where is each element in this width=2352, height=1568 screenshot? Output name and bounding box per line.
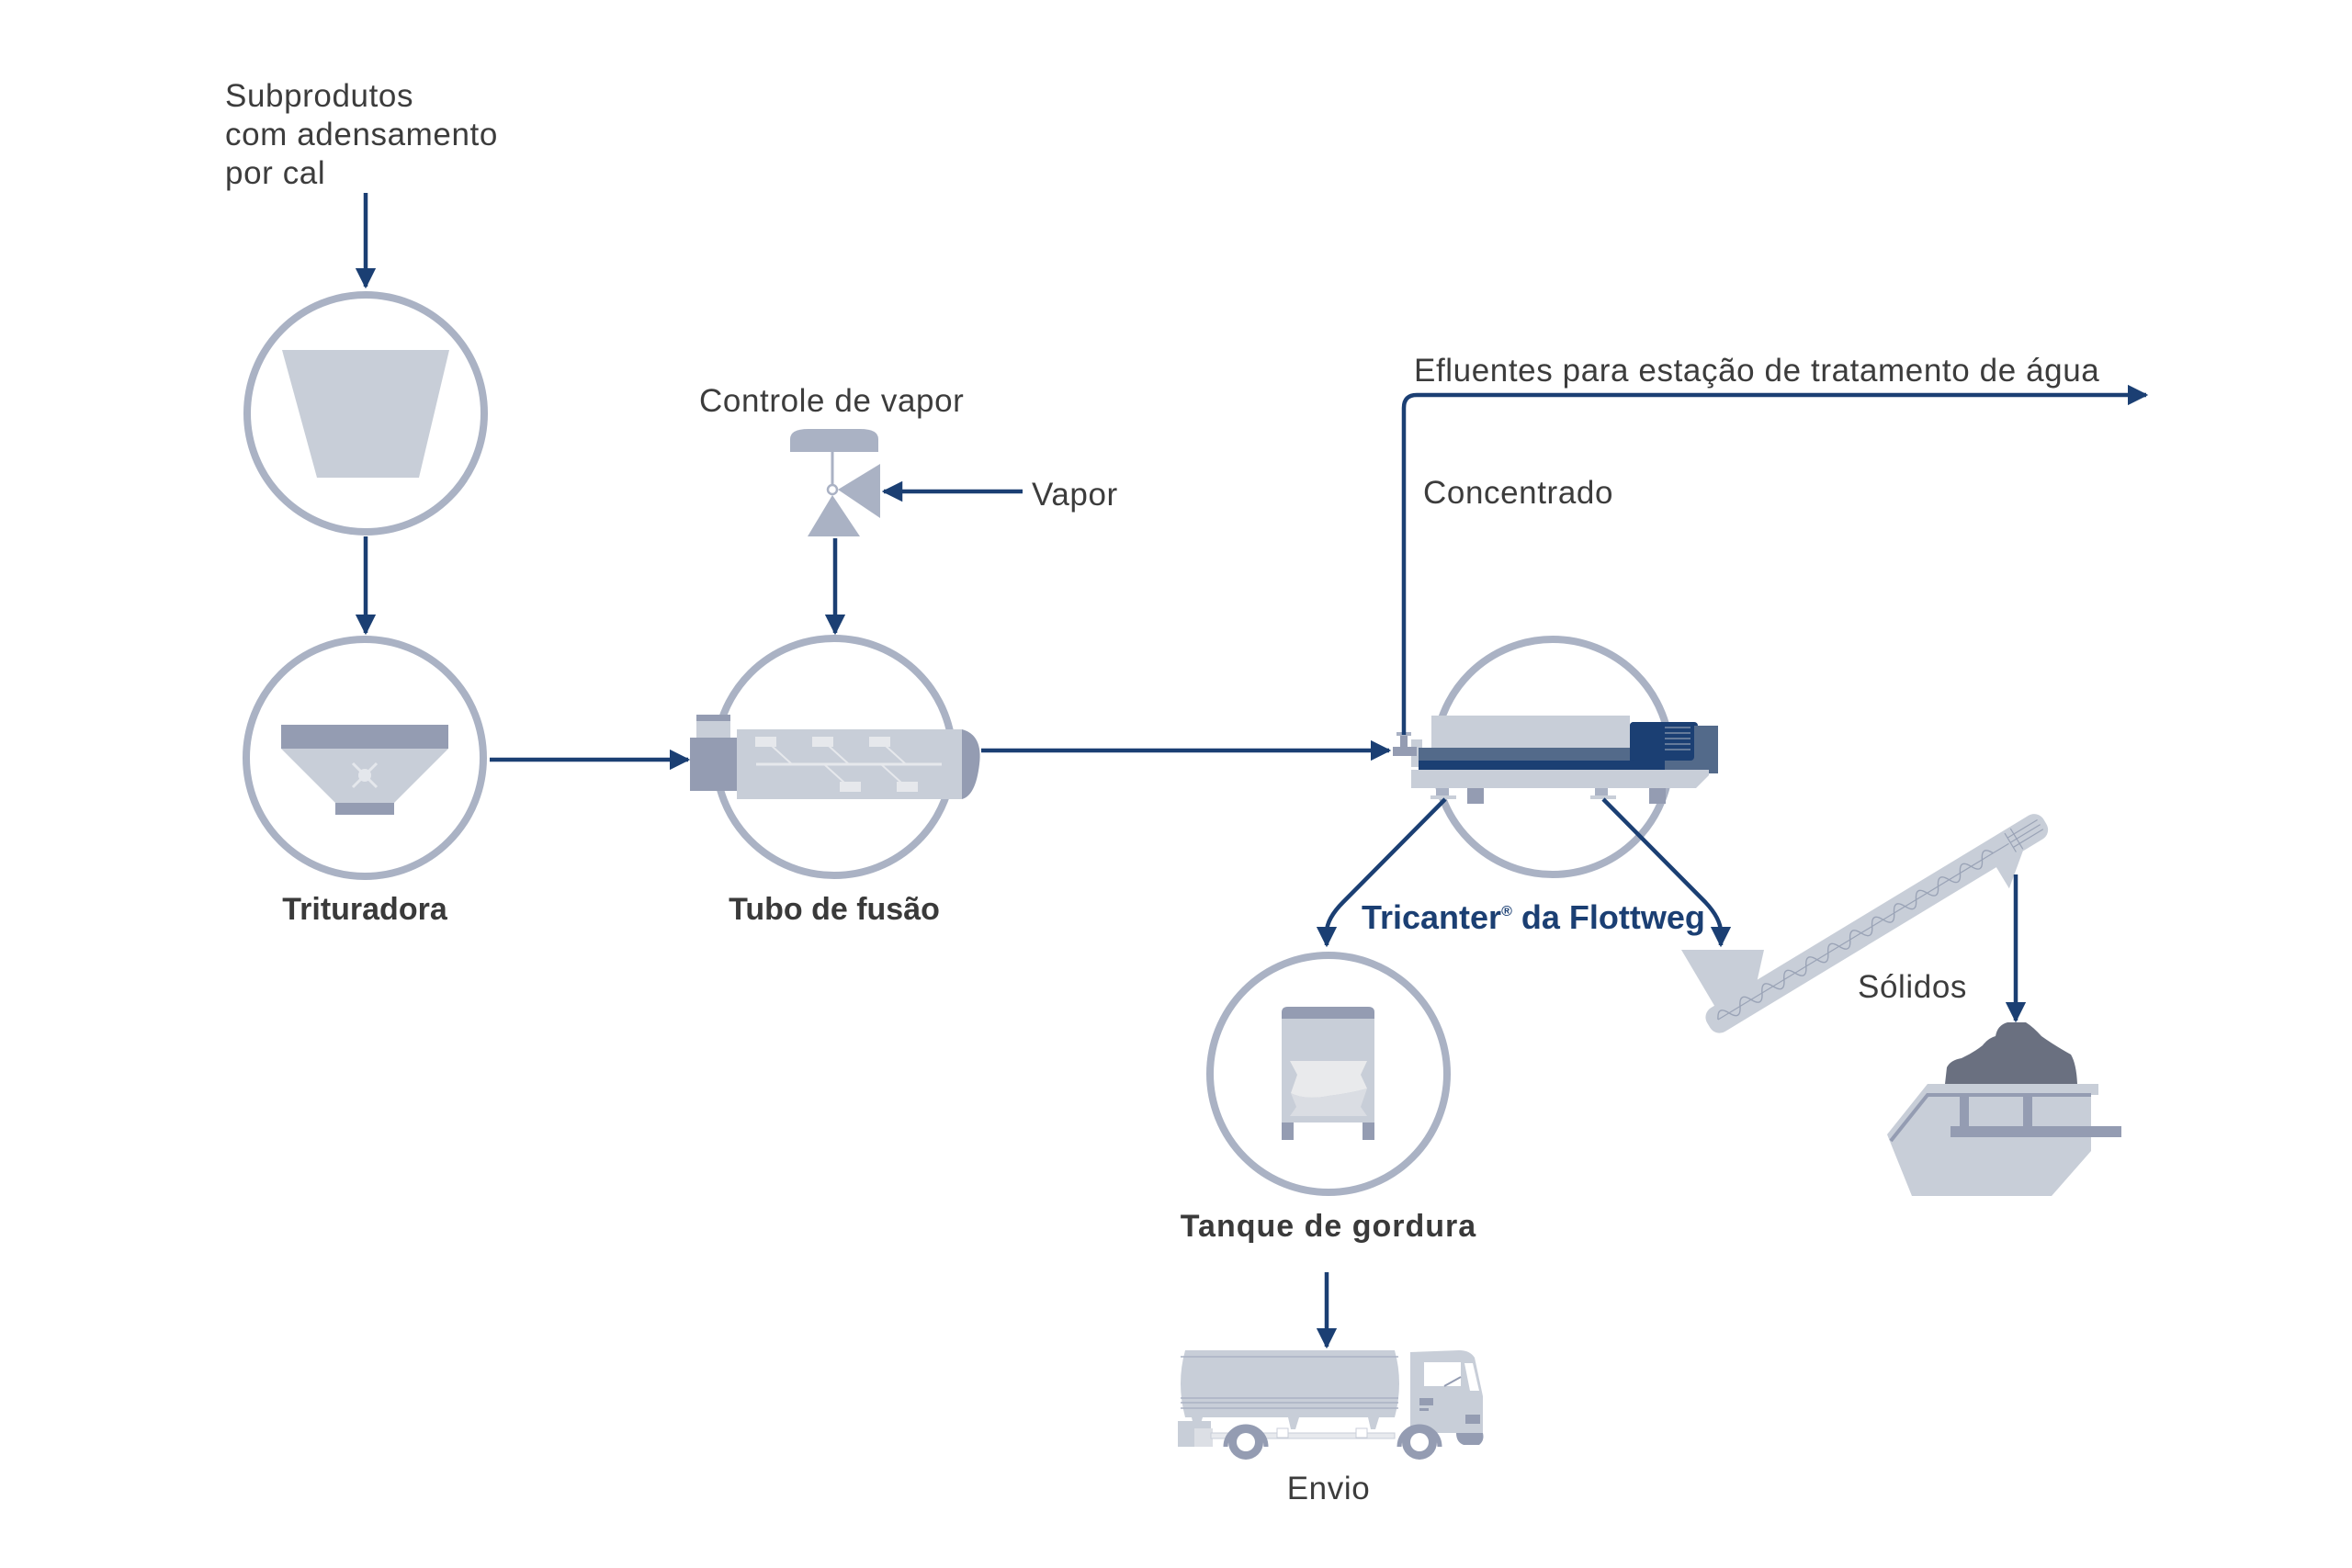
crusher-ring xyxy=(243,636,487,880)
feed-hopper-ring xyxy=(243,291,488,536)
tricanter-suffix: da Flottweg xyxy=(1511,898,1705,936)
tricanter-node xyxy=(1393,636,1718,878)
crusher-label: Trituradora xyxy=(282,892,447,927)
steam-control-valve-icon xyxy=(790,429,880,536)
tricanter-decanter-centrifuge-icon xyxy=(1393,716,1718,804)
steam-control-label: Controle de vapor xyxy=(699,383,965,419)
input-label-line-2: com adensamento xyxy=(225,117,498,152)
fat-tank-label: Tanque de gordura xyxy=(1180,1209,1477,1244)
effluent-label: Efluentes para estação de tratamento de … xyxy=(1414,353,2100,389)
skip-container-icon xyxy=(1887,1022,2121,1196)
melting-tube-icon xyxy=(690,715,980,799)
melting-tube-node xyxy=(690,635,980,879)
fat-tank-ring xyxy=(1206,952,1451,1196)
fat-tank-icon xyxy=(1282,1007,1374,1140)
input-label-line-1: Subprodutos xyxy=(225,78,414,114)
input-label-line-3: por cal xyxy=(225,155,326,191)
feed-hopper-icon xyxy=(282,350,449,478)
solids-label: Sólidos xyxy=(1858,969,1967,1005)
solids-pile xyxy=(1945,1022,2077,1084)
feed-hopper-node xyxy=(243,291,488,536)
arrow-effluent-out xyxy=(1401,384,2149,735)
arrow-tricanter-to-conveyor xyxy=(1601,797,1732,948)
melting-tube-label: Tubo de fusão xyxy=(729,892,940,927)
tricanter-name: Tricanter xyxy=(1362,898,1502,936)
tanker-truck-icon xyxy=(1178,1350,1484,1460)
registered-mark: ® xyxy=(1501,904,1512,919)
crusher-node xyxy=(243,636,487,880)
tricanter-label: Tricanter® da Flottweg xyxy=(1362,901,1705,934)
concentrate-label: Concentrado xyxy=(1423,475,1614,511)
shipping-label: Envio xyxy=(1286,1471,1371,1506)
fat-tank-node xyxy=(1206,952,1451,1196)
input-label: Subprodutos com adensamento por cal xyxy=(225,77,498,193)
screw-conveyor-icon xyxy=(1681,814,2049,1033)
steam-label: Vapor xyxy=(1032,477,1118,513)
arrow-tricanter-to-fat-tank xyxy=(1316,797,1447,948)
crusher-icon xyxy=(281,725,448,815)
